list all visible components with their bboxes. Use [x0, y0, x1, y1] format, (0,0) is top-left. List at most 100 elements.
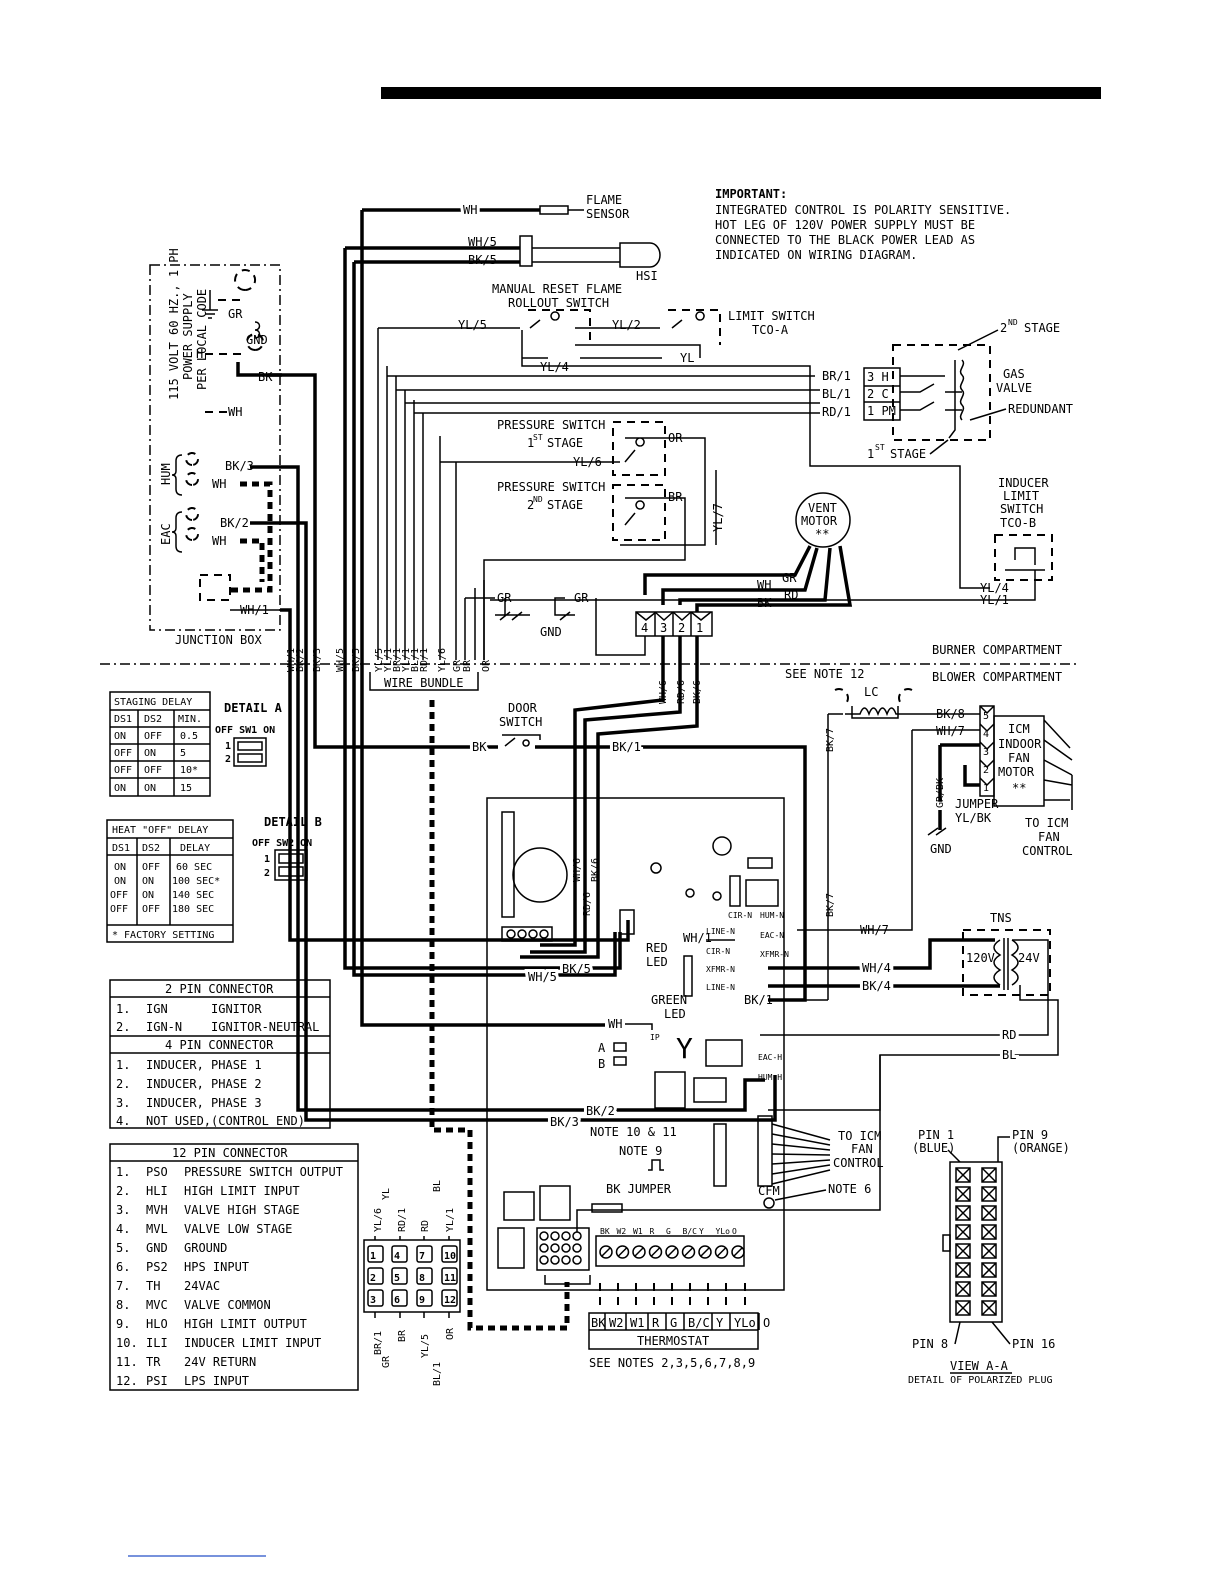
board-terminal: [681, 1245, 696, 1259]
vent-pin-3: 3: [660, 621, 667, 635]
board-green-led-2: LED: [664, 1007, 686, 1021]
board-jumper-pin: [539, 1255, 549, 1265]
board-terminal-label: W1: [633, 1227, 643, 1236]
c12-cell: INDUCER LIMIT INPUT: [184, 1336, 321, 1350]
plug-bot-1: BR/1: [373, 1331, 384, 1355]
connector-tables: 2 PIN CONNECTOR 1. IGN IGNITOR 2. IGN-N …: [109, 979, 359, 1391]
to-icm-2: FAN: [851, 1142, 873, 1156]
eac-bk: BK/2: [220, 516, 249, 530]
board-rd6-top: RD/6: [676, 680, 687, 704]
gv-stage1-sup: ST: [875, 443, 885, 452]
rollout-label-2: ROLLOUT SWITCH: [508, 296, 609, 310]
board-ip: IP: [650, 1033, 660, 1042]
board-terminal-label: G: [666, 1227, 671, 1236]
hsi-label: HSI: [636, 269, 658, 283]
board-y: Y: [676, 1032, 693, 1065]
sd-h2: DS2: [144, 714, 162, 725]
thermostat-terminal: G: [670, 1316, 677, 1330]
icm-wh7: WH/7: [936, 724, 965, 738]
c12-cell: 9.: [116, 1317, 130, 1331]
plug-pin-number: 8: [419, 1273, 425, 1284]
vent-motor: [795, 492, 851, 548]
board-terminal: [698, 1245, 712, 1259]
tns-wh4: WH/4: [862, 961, 891, 975]
plug16-pin-hatch: [981, 1262, 997, 1278]
sd-r2c3: 5: [180, 748, 186, 759]
plug-top-2: YL: [381, 1188, 392, 1200]
plug-pin-number: 2: [370, 1273, 376, 1284]
staging-delay-table: STAGING DELAY DS1 DS2 MIN. ON OFF 0.5 OF…: [109, 691, 211, 797]
plug16-pin-hatch: [955, 1186, 971, 1202]
bundle-label-5: BK/5: [351, 648, 362, 672]
board-bk6: BK/6: [590, 858, 601, 882]
sd-r3c3: 10*: [180, 765, 198, 776]
detail-b-1: 1: [264, 854, 270, 865]
c12-cell: 3.: [116, 1203, 130, 1217]
c2-r1a: 1.: [116, 1002, 130, 1016]
sd-r4c1: ON: [114, 783, 126, 794]
plug-bot-5: BL/1: [432, 1362, 443, 1386]
plug16-pin: [955, 1262, 971, 1278]
rollout-yl5: YL/5: [458, 318, 487, 332]
c12-cell: MVH: [146, 1203, 168, 1217]
vent-label-2: MOTOR: [801, 514, 838, 528]
tns-rd: RD: [1002, 1028, 1016, 1042]
bundle-label-11: RD/1: [419, 648, 430, 672]
ps-h: H: [196, 347, 203, 361]
plug-pin-number: 1: [370, 1251, 376, 1262]
plug-pin: [416, 1245, 433, 1263]
vent-pin-2: 2: [678, 621, 685, 635]
view-orange: (ORANGE): [1012, 1141, 1070, 1155]
hum-wh: WH: [212, 477, 226, 491]
board-terminal: [665, 1245, 679, 1259]
sd-r3c1: OFF: [114, 765, 132, 776]
board-terminal-label: YLo: [716, 1227, 731, 1236]
board-jumper-pin: [550, 1231, 560, 1241]
plug16-pin: [981, 1262, 997, 1278]
board-bk2: BK/2: [586, 1104, 615, 1118]
rollout-yl: YL: [680, 351, 694, 365]
board-connector-label: EAC-N: [760, 931, 784, 940]
il-label-4: TCO-B: [1000, 516, 1036, 530]
board-wh5: WH/5: [528, 970, 557, 984]
eac-label: EAC: [159, 523, 173, 545]
bundle-label-4: WH/5: [335, 648, 346, 672]
board-terminal-label: R: [650, 1227, 655, 1236]
c12-cell: 10.: [116, 1336, 138, 1350]
c12-cell: VALVE COMMON: [184, 1298, 271, 1312]
bundle-label-7: YL/1: [383, 648, 394, 672]
icm-gnd: GND: [930, 842, 952, 856]
ps-gr: GR: [228, 307, 243, 321]
plug-pin-number: 10: [444, 1251, 456, 1262]
board-green-led-1: GREEN: [651, 993, 687, 1007]
ps1-stage: 1: [527, 436, 534, 450]
c12-cell: 5.: [116, 1241, 130, 1255]
ps-gnd: GND: [246, 333, 268, 347]
flame-sensor: [539, 205, 569, 215]
sd-h1: DS1: [114, 714, 132, 725]
plug16-pin-hatch: [981, 1167, 997, 1183]
plug16-pin-hatch: [981, 1281, 997, 1297]
ps2-yl7: YL/7: [711, 503, 725, 532]
plug16-pin: [955, 1186, 971, 1202]
board-terminal: [714, 1245, 729, 1259]
view-blue: (BLUE): [912, 1141, 955, 1155]
ps-bk: BK: [258, 370, 273, 384]
board-connector-label: XFMR-N: [760, 950, 789, 959]
gv-stage2-sup: ND: [1008, 318, 1018, 327]
plug-pin: [441, 1289, 458, 1307]
limit-label-2: TCO-A: [752, 323, 789, 337]
board-terminal: [648, 1245, 663, 1259]
gv-stage2: 2: [1000, 321, 1007, 335]
c12-title: 12 PIN CONNECTOR: [172, 1146, 288, 1160]
tns-24v: 24V: [1018, 951, 1040, 965]
plug16-pin: [981, 1205, 997, 1221]
plug16-pin-hatch: [981, 1224, 997, 1240]
thermostat-terminal: W2: [609, 1316, 623, 1330]
view-pin8: PIN 8: [912, 1337, 948, 1351]
c12-cell: MVC: [146, 1298, 168, 1312]
board-terminal-screw: [733, 1247, 743, 1257]
thermostat-label: THERMOSTAT: [637, 1334, 709, 1348]
detail-a: DETAIL A OFF SW1 ON 1 2: [215, 701, 283, 767]
power-supply-line-3: PER LOCAL CODE: [195, 289, 209, 390]
